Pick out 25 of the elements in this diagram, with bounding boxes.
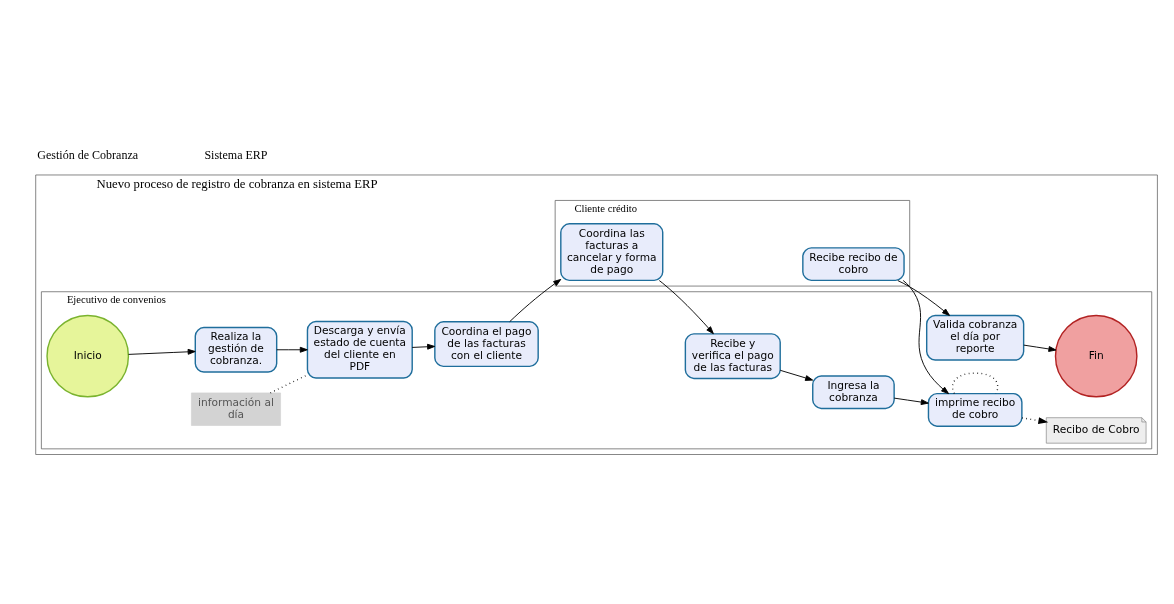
arrow <box>779 369 814 381</box>
node-box: Coordina el pago de las facturas con el cliente <box>434 321 539 368</box>
node-box: Ingresa la cobranza <box>812 375 895 410</box>
node-box: información al día <box>191 392 281 426</box>
arrow <box>658 280 714 335</box>
node-box: imprime recibo de cobro <box>927 392 1023 427</box>
node-circle: Fin <box>1054 314 1138 398</box>
node-box: Valida cobranza el día por reporte <box>926 314 1025 361</box>
node-box: Realiza la gestión de cobranza. <box>194 326 278 373</box>
arrow <box>902 280 949 395</box>
arrow <box>1023 344 1057 352</box>
node-box: Recibe y verifica el pago de las facturas <box>684 333 781 380</box>
node-box: Recibe recibo de cobro <box>802 247 905 282</box>
arrow <box>128 348 196 355</box>
arrow <box>411 343 436 350</box>
label: Sistema ERP <box>204 148 268 163</box>
arrow <box>893 397 929 405</box>
node-circle: Inicio <box>46 314 130 398</box>
arrow <box>509 278 562 323</box>
connector <box>269 374 309 394</box>
node-box: Coordina las facturas a cancelar y forma de pago <box>560 223 664 282</box>
arrow <box>276 346 308 353</box>
node-box: Descarga y envía estado de cuenta del cliente en PDF <box>306 320 413 379</box>
arrow <box>897 280 950 316</box>
label: Gestión de Cobranza <box>37 148 139 163</box>
